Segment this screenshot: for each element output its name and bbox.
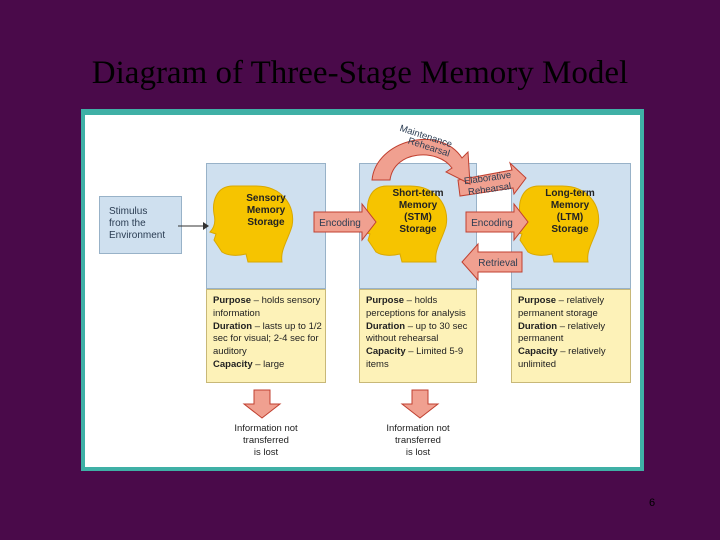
- stm-duration: up to 30 sec without rehearsal: [366, 320, 468, 345]
- ltm-purpose: relatively permanent storage: [518, 295, 605, 319]
- sensory-duration: lasts up to 1/2 sec for visual; 2-4 sec …: [213, 320, 322, 358]
- purpose-label: Purpose: [518, 295, 557, 306]
- duration-label: Duration: [518, 320, 558, 332]
- ltm-info-panel: Purpose – relatively permanent storage D…: [511, 289, 631, 383]
- ltm-capacity: relatively unlimited: [518, 346, 606, 370]
- retrieval-label: Retrieval: [478, 258, 517, 269]
- capacity-label: Capacity: [518, 346, 558, 358]
- encoding-arrow-2: [465, 202, 529, 242]
- duration-label: Duration: [366, 320, 406, 332]
- sensory-purpose: holds sensory information: [213, 295, 321, 319]
- sensory-lost-arrow: [242, 389, 282, 419]
- encoding-label-2: Encoding: [471, 218, 513, 229]
- purpose-label: Purpose: [366, 295, 405, 306]
- slide-title: Diagram of Three-Stage Memory Model: [91, 55, 629, 91]
- encoding-label-1: Encoding: [319, 218, 361, 229]
- diagram-inner: Stimulus from the Environment Purpose – …: [85, 115, 640, 467]
- elaborative-rehearsal-arrow: [457, 161, 527, 197]
- maintenance-rehearsal-arrow: [371, 138, 471, 185]
- retrieval-arrow: [461, 242, 523, 282]
- sensory-info-panel: Purpose – holds sensory information Dura…: [206, 289, 326, 383]
- stm-info-panel: Purpose – holds perceptions for analysis…: [359, 289, 477, 383]
- ltm-duration: relatively permanent: [518, 320, 606, 345]
- stm-capacity: Limited 5-9 items: [366, 346, 464, 370]
- encoding-arrow-1: [313, 202, 377, 242]
- purpose-label: Purpose: [213, 295, 252, 306]
- stm-purpose: holds perceptions for analysis: [366, 295, 466, 319]
- page-number: 6: [649, 497, 656, 509]
- stimulus-arrowhead: [203, 222, 209, 230]
- sensory-head-icon: [209, 185, 294, 263]
- sensory-capacity: large: [263, 358, 285, 370]
- duration-label: Duration: [213, 320, 253, 332]
- stm-lost-arrow: [400, 389, 440, 419]
- stm-lost-text: Information not transferred is lost: [386, 423, 450, 458]
- capacity-label: Capacity: [366, 346, 406, 358]
- stimulus-box: Stimulus from the Environment: [99, 196, 182, 254]
- capacity-label: Capacity: [213, 358, 253, 370]
- diagram-frame: Stimulus from the Environment Purpose – …: [81, 109, 644, 471]
- sensory-lost-text: Information not transferred is lost: [234, 423, 298, 458]
